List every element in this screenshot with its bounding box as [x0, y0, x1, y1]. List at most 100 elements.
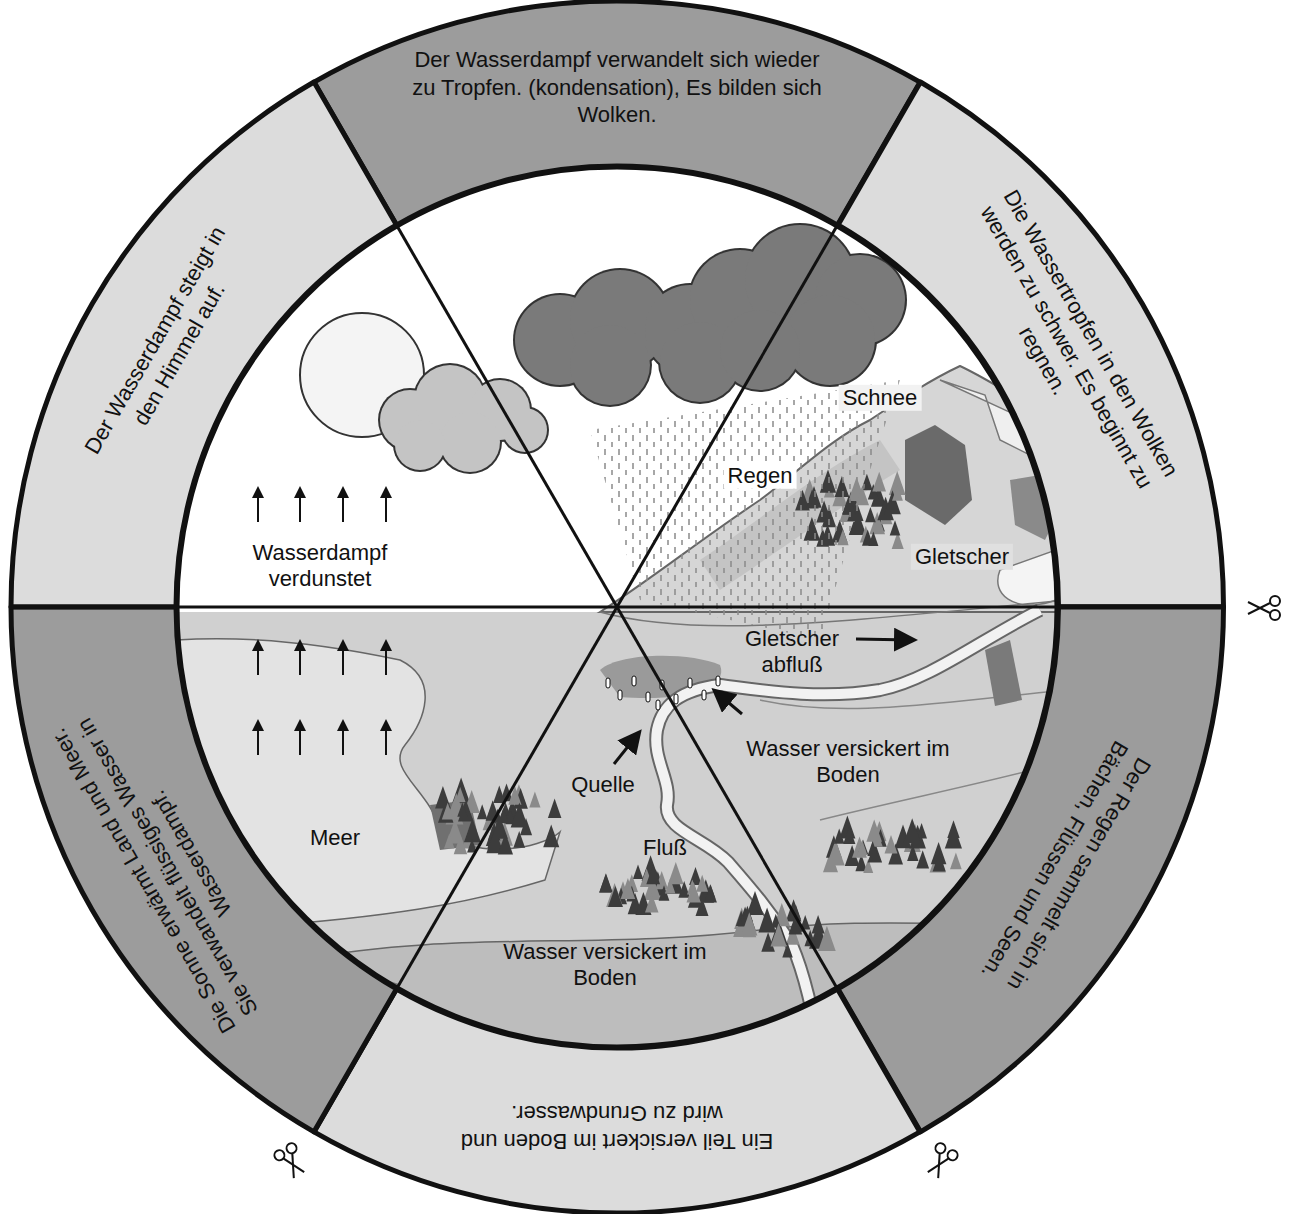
illustration-part: [885, 835, 898, 854]
illustration-part: [928, 1153, 949, 1178]
illustration-part: [812, 915, 825, 934]
segment-text-box: Der Wasserdampf verwandelt sich wieder z…: [412, 46, 822, 129]
sector-divider: [617, 606, 1058, 609]
ring-segment: Der Regen sammelt sich in Bächen, Flüsse…: [838, 607, 1224, 1132]
illustration-part: [716, 692, 742, 714]
illustration-label: Gletscher: [911, 544, 1013, 570]
illustration-part: [933, 853, 946, 872]
illustration-part: [866, 819, 882, 841]
illustration-part: [904, 818, 922, 843]
illustration-part: [600, 874, 613, 892]
illustration-part: [570, 325, 650, 405]
illustration-label: Quelle: [571, 772, 635, 798]
segment-text: Der Wasserdampf verwandelt sich wieder z…: [412, 46, 822, 129]
sector-divider: [397, 607, 618, 989]
illustration-part: [852, 837, 867, 858]
illustration-part: [843, 827, 855, 844]
illustration-part: [378, 363, 549, 474]
illustration-part: [1270, 596, 1280, 606]
illustration-part: [258, 488, 386, 755]
segment-outline: [11, 607, 397, 1132]
illustration-part: [916, 850, 929, 868]
illustration-part: [645, 893, 659, 912]
illustration-part: [606, 676, 720, 710]
illustration-part: [1248, 603, 1270, 614]
illustration-part: [458, 799, 474, 821]
illustration-part: [868, 532, 878, 546]
illustration-part: [646, 692, 650, 702]
illustration-part: [720, 310, 800, 390]
segment-outline: [838, 82, 1224, 607]
illustration-part: [741, 912, 757, 935]
illustration-part: [498, 833, 513, 855]
illustration-part: [529, 792, 540, 808]
illustration-part: [890, 520, 901, 535]
illustration-part: [834, 829, 845, 844]
illustration-part: [947, 820, 959, 838]
illustration-part: [858, 840, 869, 855]
illustration-part: [758, 908, 775, 933]
segment-outline: [314, 989, 920, 1213]
illustration-part: [907, 845, 918, 861]
segment-text-box: Ein Teil versickert im Boden und wird zu…: [442, 1099, 792, 1154]
illustration-part: [646, 865, 660, 885]
illustration-part: [872, 472, 886, 492]
segment-shape: [314, 989, 920, 1213]
illustration-part: [905, 425, 972, 525]
illustration-part: [614, 734, 638, 764]
illustration-part: [702, 690, 706, 700]
ring-segment: Die Wassertropfen in den Wolken werden z…: [838, 82, 1224, 607]
illustration-part: [934, 1141, 948, 1155]
illustration-part: [513, 223, 907, 407]
illustration-part: [257, 641, 259, 675]
illustration-label: Fluß: [643, 835, 687, 861]
illustration-part: [1270, 610, 1280, 620]
ring-segment: Der Wasserdampf steigt in den Himmel auf…: [11, 82, 397, 607]
segment-outline: [838, 607, 1224, 1132]
illustration-part: [950, 853, 962, 870]
illustration-part: [688, 678, 692, 688]
illustration-label: Wasser versickert im Boden: [480, 939, 730, 992]
illustration-part: [618, 690, 622, 700]
illustration-part: [678, 881, 690, 898]
illustration-part: [985, 640, 1022, 706]
illustration-part: [457, 802, 467, 816]
illustration-part: [633, 864, 643, 879]
illustration-part: [493, 786, 505, 803]
illustration-part: [299, 488, 301, 522]
illustration-part: [665, 878, 676, 893]
illustration-part: [687, 882, 701, 903]
illustration-part: [867, 841, 877, 856]
illustration-part: [511, 803, 528, 828]
illustration-part: [283, 1154, 304, 1179]
illustration-label: Wasser versickert im Boden: [728, 736, 968, 789]
illustration-part: [442, 803, 454, 820]
illustration-part: [716, 676, 720, 686]
illustration-part: [1248, 596, 1280, 620]
segment-shape: [838, 607, 1224, 1132]
illustration-part: [257, 721, 259, 755]
illustration-part: [440, 412, 500, 472]
illustration-label: Regen: [724, 463, 797, 489]
illustration-part: [1248, 602, 1270, 613]
illustration-part: [543, 824, 559, 847]
illustration-part: [299, 641, 301, 675]
illustration-part: [176, 166, 1058, 1048]
segment-outline: [314, 1, 920, 225]
ring-segment: Der Wasserdampf verwandelt sich wieder z…: [314, 1, 920, 225]
illustration-part: [508, 786, 521, 805]
illustration-part: [342, 641, 344, 675]
illustration-part: [342, 488, 344, 522]
illustration-part: [892, 485, 903, 501]
illustration-part: [599, 873, 613, 893]
illustration-part: [696, 875, 708, 892]
illustration-part: [395, 420, 445, 470]
illustration-part: [929, 1154, 950, 1179]
illustration-label: Schnee: [839, 385, 922, 411]
illustration-label: Meer: [310, 825, 360, 851]
illustration-part: [455, 787, 466, 802]
illustration-label: Wasserdampf verdunstet: [215, 540, 425, 593]
ring-segment: Die Sonne erwärmt Land und Meer. Sie ver…: [11, 607, 397, 1132]
illustration-part: [486, 800, 500, 820]
